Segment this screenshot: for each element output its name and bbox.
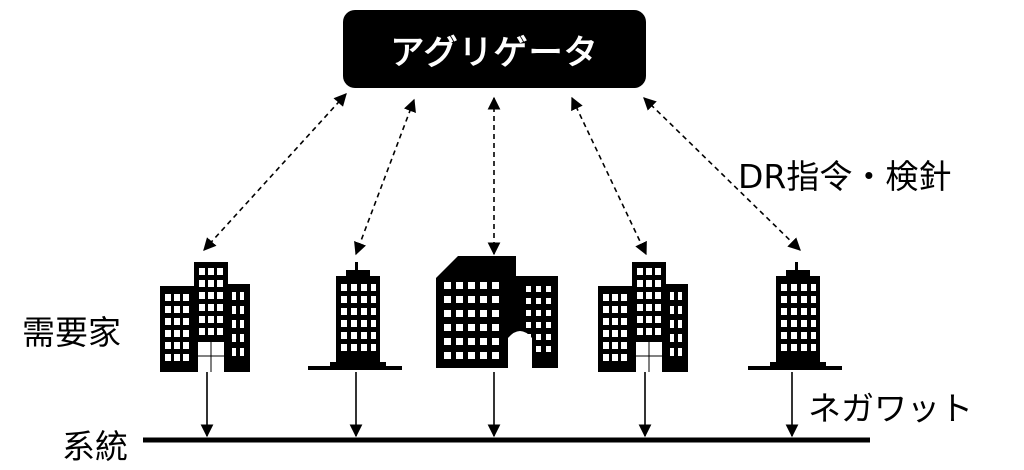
consumers-label: 需要家 (22, 313, 121, 352)
office-complex-icon (436, 256, 558, 368)
grid-label: 系統 (62, 427, 128, 466)
aggregator-label: アグリゲータ (390, 32, 599, 73)
dr-command-label: DR指令・検針 (738, 157, 952, 196)
office-buildings-icon (598, 262, 688, 372)
dr-link-5 (643, 97, 801, 251)
dr-link-4 (571, 96, 647, 256)
dr-link-1 (203, 93, 347, 251)
office-buildings-icon (160, 262, 250, 372)
dr-link-2 (354, 98, 416, 256)
aggregator-node: アグリゲータ (343, 10, 646, 88)
negawatt-label: ネガワット (808, 389, 973, 428)
office-tower-icon (748, 262, 842, 370)
office-tower-icon (308, 262, 402, 370)
